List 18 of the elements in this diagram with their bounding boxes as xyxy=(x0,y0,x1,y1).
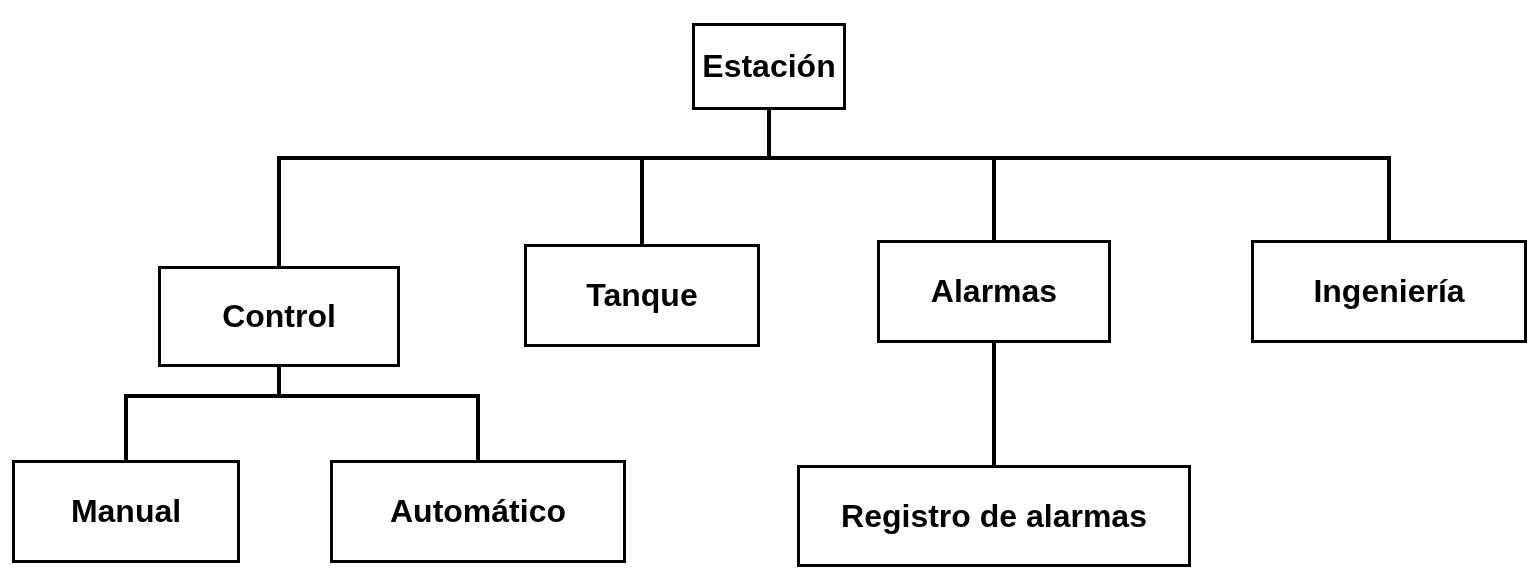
org-box xyxy=(158,266,400,367)
connector-line xyxy=(277,367,480,460)
org-box xyxy=(692,23,846,110)
box-label: Registro de alarmas xyxy=(841,497,1147,535)
org-box xyxy=(12,460,240,563)
box-label: Estación xyxy=(702,48,836,85)
connector-line xyxy=(992,343,996,465)
box-label: Ingeniería xyxy=(1313,273,1465,310)
box-label: Manual xyxy=(70,493,182,530)
org-box xyxy=(797,465,1191,567)
org-box xyxy=(1251,240,1527,343)
box-label: Alarmas xyxy=(930,273,1058,310)
box-label: Tanque xyxy=(586,277,698,314)
box-label: Control xyxy=(222,298,336,335)
org-box xyxy=(524,244,760,347)
org-box xyxy=(877,240,1111,343)
org-box xyxy=(330,460,626,563)
box-label: Automático xyxy=(390,493,566,530)
